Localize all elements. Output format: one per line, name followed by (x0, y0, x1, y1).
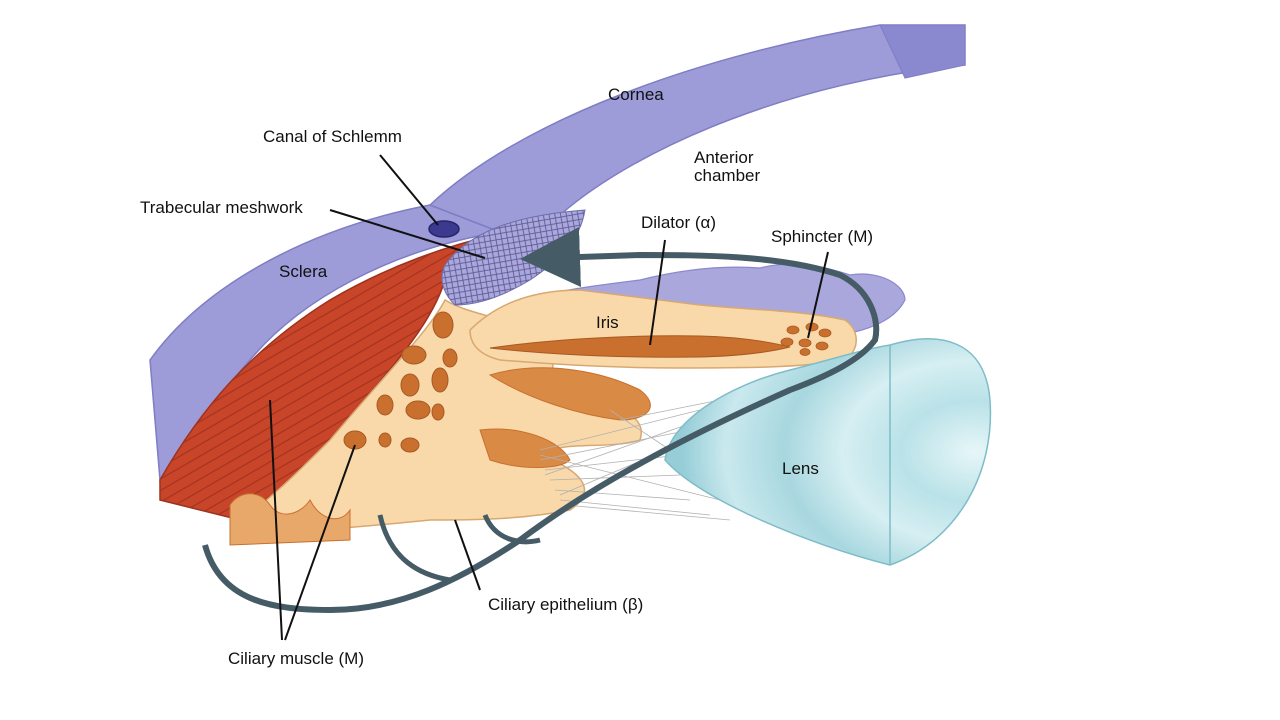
ciliary-process-folds (479, 367, 651, 468)
canal-of-schlemm-shape (428, 220, 460, 238)
aqueous-flow-path (202, 227, 880, 614)
dilator-muscle-shape (489, 335, 791, 358)
leader-ciliary-muscle-1 (269, 399, 283, 641)
anterior-chamber-label: Anterior chamber (694, 148, 761, 185)
leader-lines (269, 154, 829, 641)
cornea-cut-face (879, 24, 966, 79)
trabecular-meshwork-label: Trabecular meshwork (140, 198, 303, 217)
canal-of-schlemm-label: Canal of Schlemm (263, 127, 402, 146)
ciliary-epithelium-label: Ciliary epithelium (β) (488, 595, 644, 614)
sclera-label: Sclera (279, 262, 328, 281)
leader-trabecular-meshwork (329, 209, 486, 259)
ciliary-pigment-islands (343, 311, 458, 453)
leader-canal-of-schlemm (379, 154, 439, 226)
cornea-shape (428, 24, 966, 233)
ciliary-muscle-label: Ciliary muscle (M) (228, 649, 364, 668)
leader-ciliary-muscle-2 (284, 444, 356, 641)
aqueous-flow-loop-right (482, 513, 541, 545)
aqueous-flow-loop-left (377, 514, 451, 583)
iris-label: Iris (596, 313, 619, 332)
leader-sphincter (807, 251, 829, 339)
sphincter-label: Sphincter (M) (771, 227, 874, 246)
dilator-label: Dilator (α) (641, 213, 716, 232)
cornea-label: Cornea (608, 85, 664, 104)
sphincter-dots (780, 322, 832, 356)
leader-ciliary-epithelium (454, 519, 481, 591)
lens-label: Lens (782, 459, 819, 478)
lens-shape (664, 338, 992, 566)
ciliary-base-fold (229, 493, 351, 546)
leader-dilator (649, 239, 666, 346)
